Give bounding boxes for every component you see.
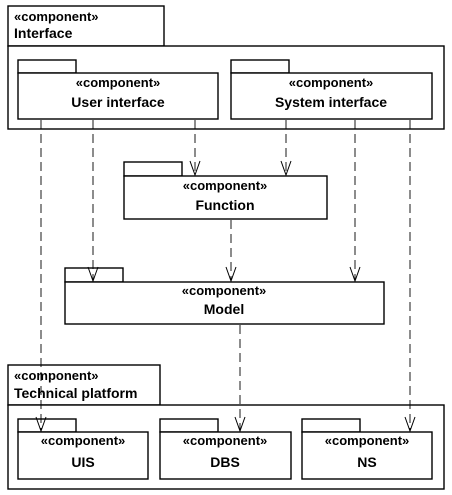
system-interface-label: System interface [275,94,387,110]
model-box [64,281,385,325]
dependency-function-to-model [225,220,237,283]
function-component[interactable]: «component» Function [123,161,328,220]
user-interface-stereotype: «component» [76,75,161,90]
uis-component[interactable]: «component» UIS [17,418,149,480]
function-stereotype: «component» [183,178,268,193]
function-box [123,175,328,220]
user-interface-box [17,72,219,120]
dbs-box [159,431,292,480]
dbs-component[interactable]: «component» DBS [159,418,292,480]
dbs-stereotype: «component» [183,433,268,448]
dependency-user-interface-to-uis [35,120,47,433]
ns-component[interactable]: «component» NS [301,418,433,480]
interface-package-stereotype: «component» [14,9,99,24]
dependency-system-interface-to-ns [404,120,416,433]
dbs-label: DBS [210,454,240,470]
function-label: Function [195,197,254,213]
dependency-model-to-dbs [234,325,246,433]
ns-tab [301,418,361,433]
dependency-user-interface-to-function [189,120,201,177]
ns-box [301,431,433,480]
system-interface-stereotype: «component» [289,75,374,90]
dependency-user-interface-to-model [87,120,99,283]
platform-package-name: Technical platform [14,385,137,401]
ns-stereotype: «component» [325,433,410,448]
interface-package-tab [7,5,165,47]
dbs-tab [159,418,219,433]
platform-package-stereotype: «component» [14,368,99,383]
platform-package-tab [7,364,161,406]
interface-package-name: Interface [14,25,73,41]
uis-stereotype: «component» [41,433,126,448]
system-interface-box [230,72,433,120]
dependency-system-interface-to-model [349,120,361,283]
model-label: Model [204,301,244,317]
model-tab [64,267,124,283]
uis-label: UIS [71,454,94,470]
model-stereotype: «component» [182,283,267,298]
model-component[interactable]: «component» Model [64,267,385,325]
ns-label: NS [357,454,376,470]
user-interface-component[interactable]: «component» User interface [17,59,219,120]
function-tab [123,161,183,177]
uis-tab [17,418,77,433]
dependency-system-interface-to-function [280,120,292,177]
user-interface-tab [17,59,77,74]
system-interface-component[interactable]: «component» System interface [230,59,433,120]
system-interface-tab [230,59,290,74]
uis-box [17,431,149,480]
user-interface-label: User interface [71,94,165,110]
